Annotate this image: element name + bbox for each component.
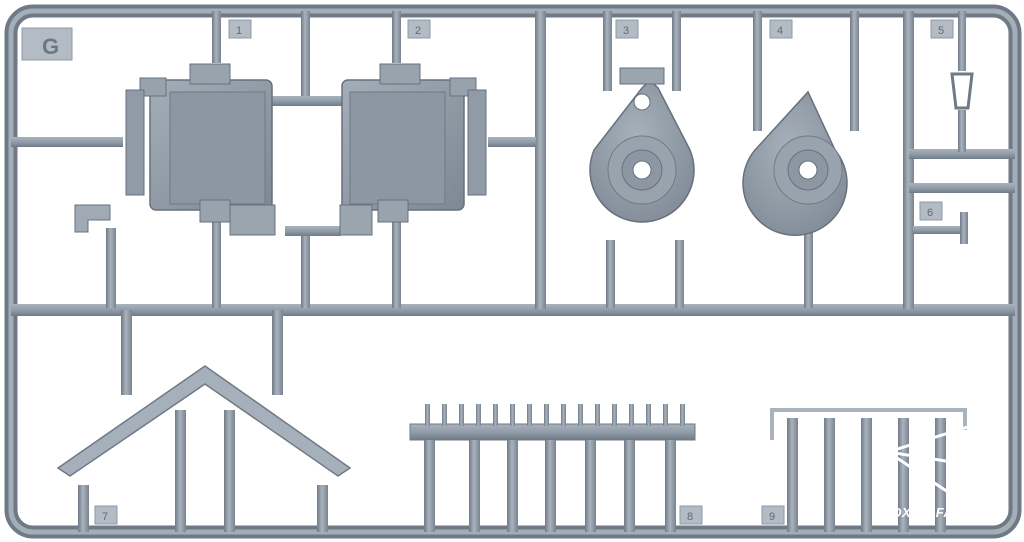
part-tag-g: G [21,27,73,61]
part-2-housing [339,63,487,236]
attachment-gates-lower-left [78,310,328,532]
part-tag-8: 8 [679,505,703,525]
attachment-gates-wheels [603,11,859,308]
watermark: MOXINGFANS.COM [880,418,1009,520]
comb-teeth [425,404,685,426]
part-tag-3: 3 [615,19,639,39]
svg-text:5: 5 [938,25,944,37]
part-4-wheel [742,90,848,236]
part-1-housing [74,63,276,236]
svg-text:8: 8 [687,511,693,523]
part-tag-7: 7 [94,505,118,525]
part-7-roof-frame [56,365,352,477]
sprue-letter: G [42,34,59,59]
part-8-comb [409,404,696,532]
svg-text:6: 6 [927,207,933,219]
part-tag-5: 5 [930,19,954,39]
svg-text:1: 1 [236,25,242,37]
watermark-text: MOXINGFANS.COM [880,505,1009,520]
svg-text:3: 3 [623,25,629,37]
part-tag-4: 4 [769,19,793,39]
part-6-pin [913,212,968,244]
svg-text:7: 7 [102,511,108,523]
svg-text:4: 4 [777,25,783,37]
main-bar-horizontal [11,304,1015,316]
part-number-tags: G 1 2 3 4 5 6 7 [21,19,954,525]
paper-plane-icon [886,418,992,494]
part-5-clip [950,11,974,152]
dividers [11,11,1015,309]
part-3-wheel [589,67,695,223]
part-tag-1: 1 [228,19,252,39]
part-9-rods [770,408,967,532]
attachment-gates-upper-left [106,11,536,308]
part-tag-9: 9 [761,505,785,525]
part-tag-2: 2 [407,19,431,39]
svg-text:2: 2 [415,25,421,37]
comb-runners [424,440,676,532]
svg-text:9: 9 [769,511,775,523]
part-tag-6: 6 [919,201,943,221]
